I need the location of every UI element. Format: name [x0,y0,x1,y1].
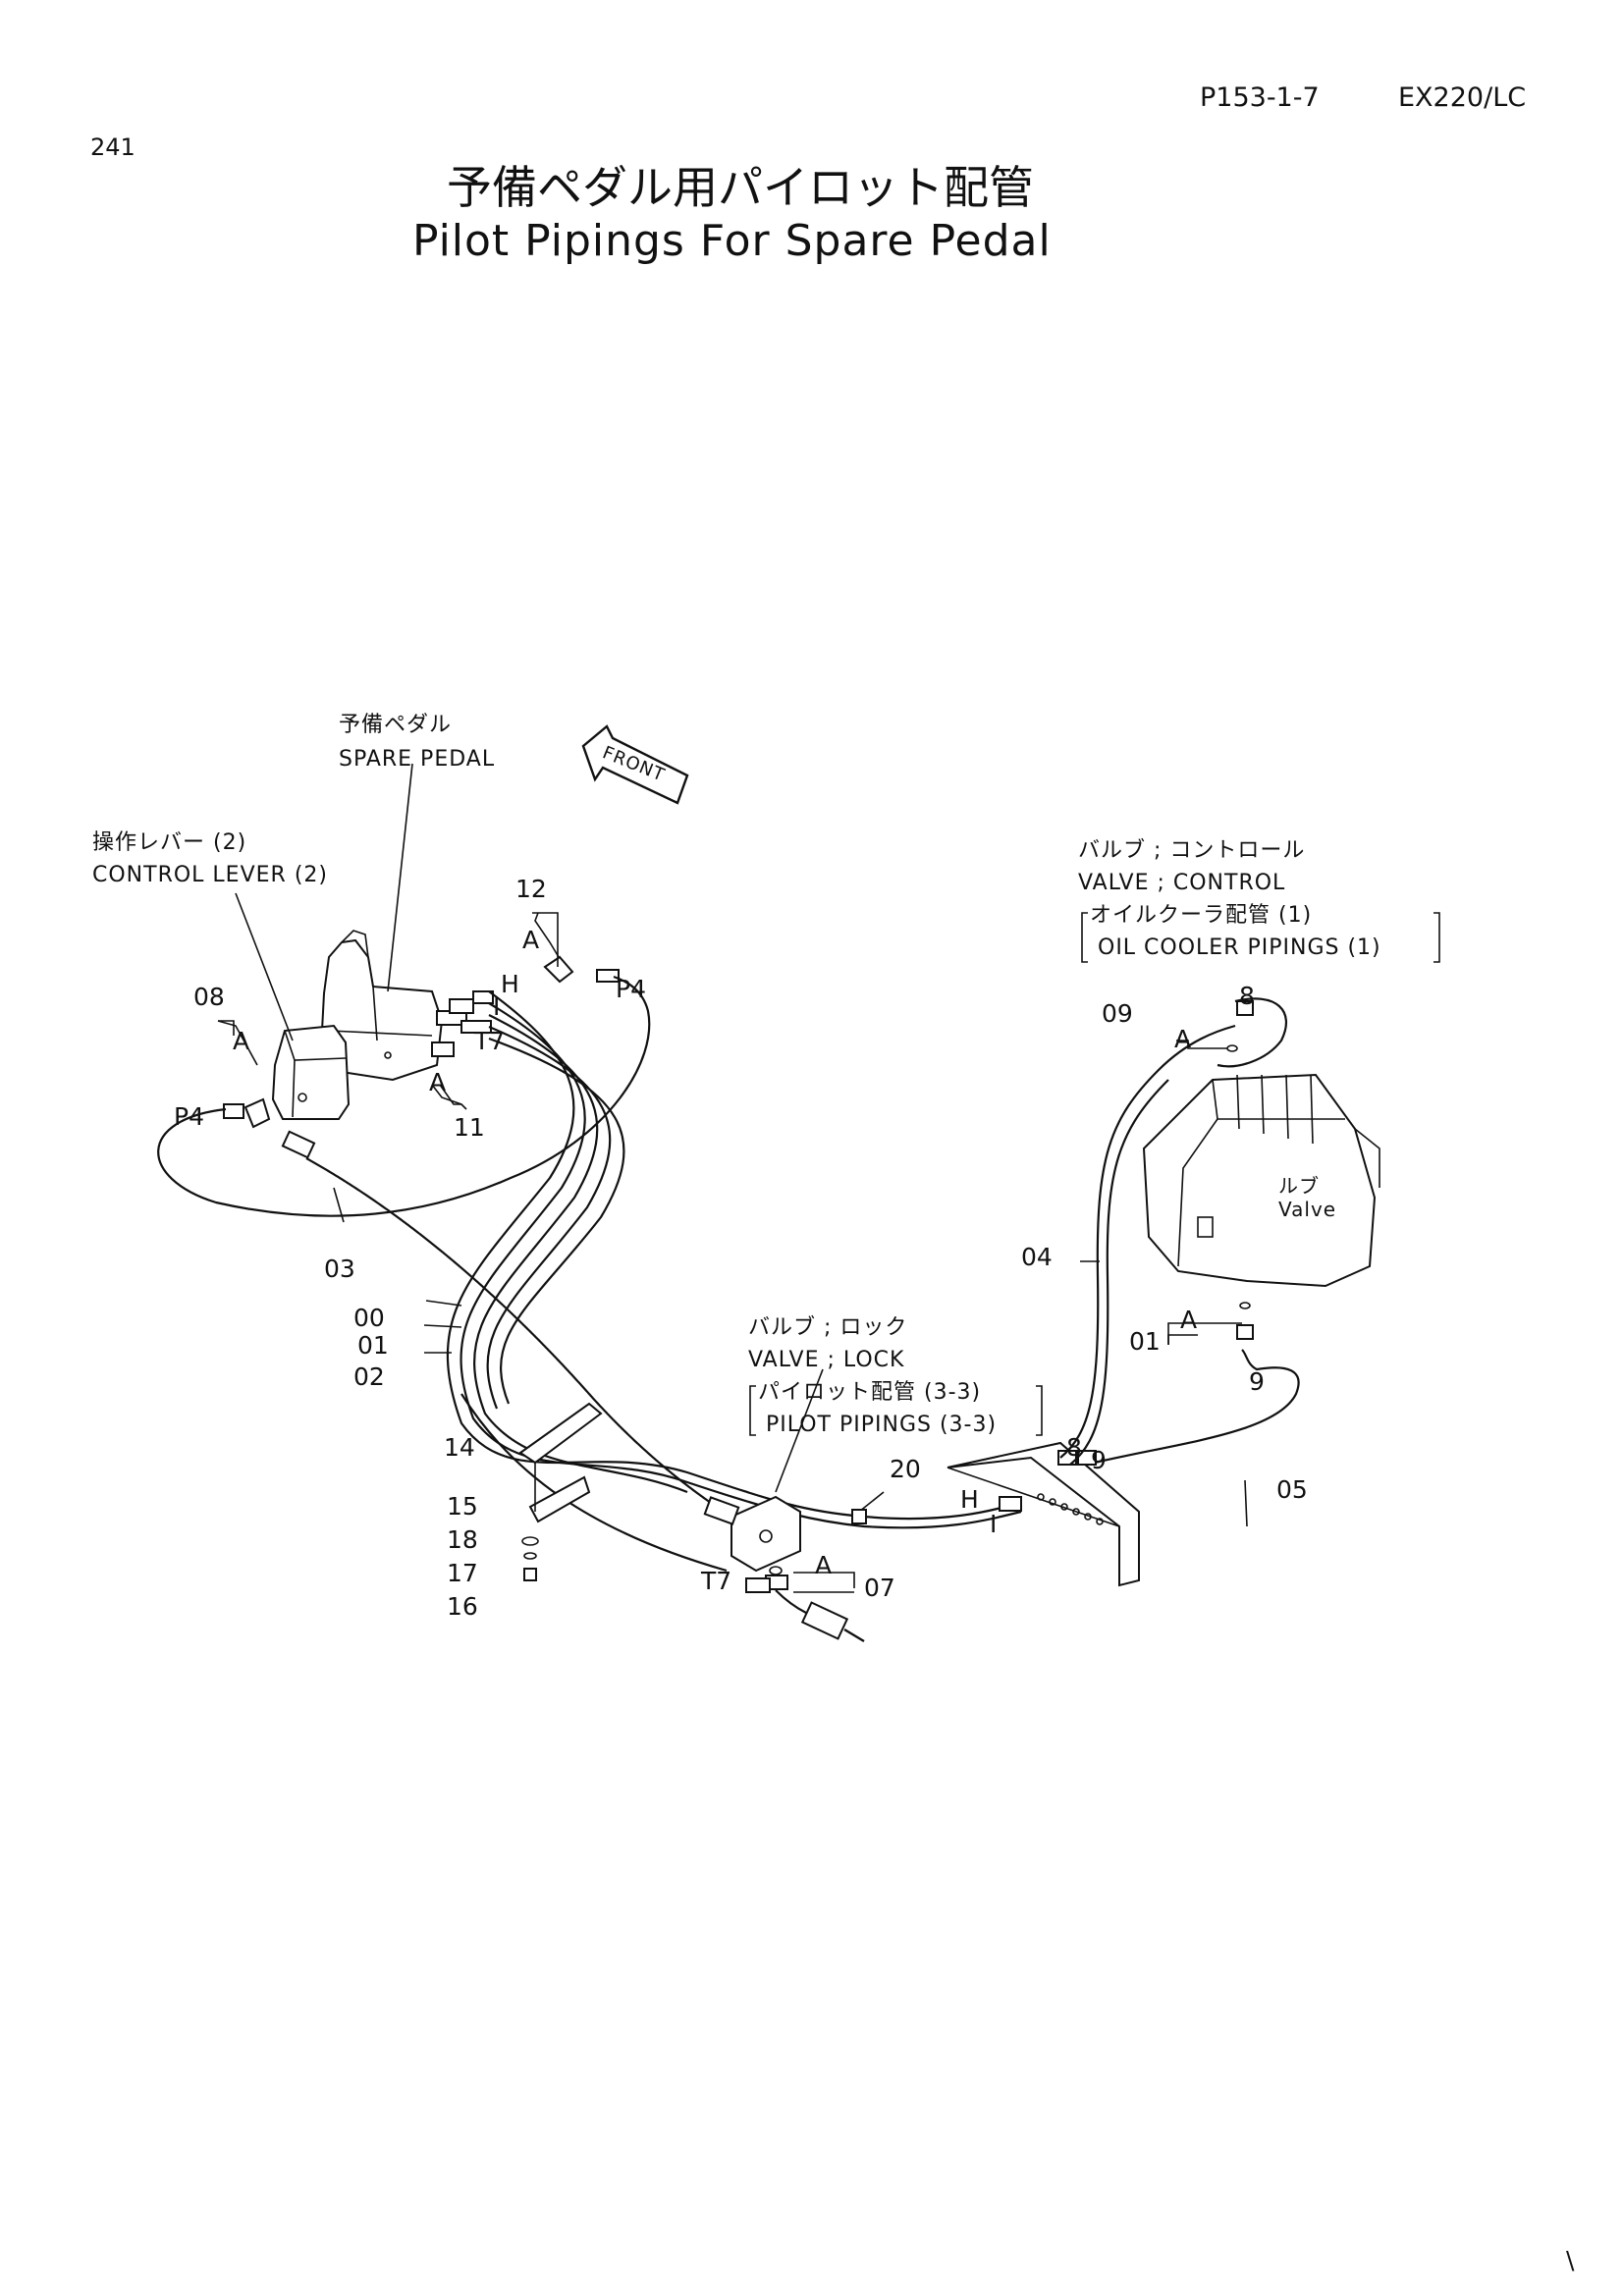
callout-03: 03 [324,1255,355,1283]
valve-lock-label-en: VALVE ; LOCK [748,1348,905,1372]
page-number: 241 [90,133,135,161]
callout-t7-bottom: T7 [701,1567,732,1595]
callout-07: 07 [864,1574,895,1602]
callout-a-left: A [233,1027,250,1055]
control-lever-part [271,1024,351,1120]
callout-16: 16 [447,1592,478,1621]
clamp-bracket-part [518,1402,603,1581]
callout-a-mid: A [429,1068,447,1096]
callout-t7-top: T7 [474,1027,506,1055]
valve-control-label-jp: バルブ ; コントロール [1078,838,1306,863]
callout-14: 14 [444,1433,475,1462]
pipe-top-right [1217,997,1287,1068]
callout-a-valve: A [1174,1025,1192,1053]
pipe-dashed [305,1157,732,1518]
callout-11: 11 [454,1113,485,1142]
callout-i-top: I [493,992,501,1021]
callout-18: 18 [447,1525,478,1554]
callout-h-top: H [501,970,519,998]
valve-control-label-en: VALVE ; CONTROL [1078,871,1286,895]
page-title-en: Pilot Pipings For Spare Pedal [412,216,1052,266]
callout-8-top: 8 [1239,982,1255,1010]
callout-02: 02 [353,1362,385,1391]
pilot-pipings-label-jp: パイロット配管 (3-3) [758,1380,982,1405]
callout-01: 01 [357,1331,389,1360]
model-code: EX220/LC [1398,82,1527,113]
callout-i-right: I [990,1510,998,1538]
callout-08: 08 [193,983,225,1011]
pipe-03 [157,975,651,1217]
pipe-04b [1069,1079,1169,1466]
valve-body-label: ルブ Valve [1278,1174,1337,1221]
oil-cooler-label-en: OIL COOLER PIPINGS (1) [1098,935,1381,960]
callout-00: 00 [353,1304,385,1332]
reference-code: P153-1-7 [1200,82,1320,113]
callout-17: 17 [447,1559,478,1587]
callout-01-right: 01 [1129,1327,1161,1356]
callout-15: 15 [447,1492,478,1521]
front-arrow-icon [581,724,689,805]
callout-9-mid: 9 [1091,1446,1107,1474]
label-brackets [218,912,1440,1593]
callout-12: 12 [515,875,547,903]
lock-valve-part [703,1495,865,1643]
control-lever-label-jp: 操作レバー (2) [92,830,247,855]
callout-a-right: A [1180,1306,1198,1334]
callout-p4-top: P4 [616,975,646,1003]
callout-09: 09 [1102,999,1133,1028]
page-title-jp: 予備ペダル用パイロット配管 [447,161,1034,214]
pedal-fittings [223,955,620,1159]
callout-h-right: H [960,1485,979,1514]
valve-lock-label-jp: バルブ ; ロック [748,1315,908,1340]
callout-p4-left: P4 [174,1102,204,1131]
pipe-05 [1094,1349,1300,1465]
control-valve-part [1142,1000,1380,1340]
pilot-pipings-label-en: PILOT PIPINGS (3-3) [766,1413,998,1437]
callout-a-bottom: A [815,1551,833,1579]
spare-pedal-label-en: SPARE PEDAL [339,747,496,772]
spare-pedal-label-jp: 予備ペダル [339,713,453,737]
callout-20: 20 [890,1455,921,1483]
oil-cooler-label-jp: オイルクーラ配管 (1) [1090,903,1313,928]
callout-8-mid: 8 [1066,1433,1082,1462]
control-lever-label-en: CONTROL LEVER (2) [92,863,328,887]
callout-05: 05 [1276,1475,1308,1504]
corner-mark: \ [1566,2246,1575,2274]
callout-9-right: 9 [1249,1367,1265,1396]
callout-a-top: A [522,926,540,954]
callout-04: 04 [1021,1243,1053,1271]
pipe-04 [1059,1024,1236,1459]
